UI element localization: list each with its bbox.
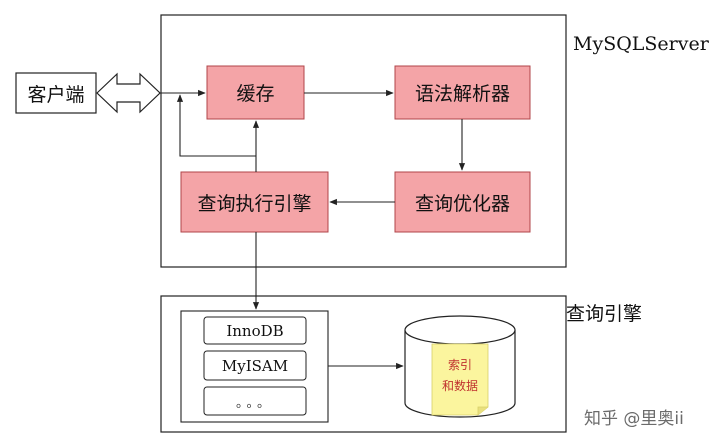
parser-label: 语法解析器 bbox=[414, 83, 510, 105]
engine-item-innodb bbox=[203, 316, 307, 345]
client-label: 客户端 bbox=[27, 83, 85, 106]
mysql-server-title: MySQLServer bbox=[573, 33, 709, 55]
executor-node bbox=[180, 171, 329, 233]
engine-item-more bbox=[203, 386, 307, 416]
note-line-2: 和数据 bbox=[441, 378, 478, 393]
arrow-executor-return-loop bbox=[176, 94, 256, 157]
cache-node bbox=[206, 65, 305, 120]
cache-label: 缓存 bbox=[236, 83, 275, 105]
innodb-label: InnoDB bbox=[226, 321, 284, 340]
optimizer-node bbox=[394, 171, 531, 233]
myisam-label: MyISAM bbox=[221, 356, 289, 375]
executor-label: 查询执行引擎 bbox=[197, 192, 312, 215]
engine-item-myisam bbox=[203, 350, 307, 381]
optimizer-label: 查询优化器 bbox=[414, 192, 510, 215]
more-engines-label: 。。。 bbox=[235, 395, 274, 411]
note-line-1: 索引 bbox=[447, 357, 472, 372]
query-engine-title: 查询引擎 bbox=[566, 303, 643, 325]
note-fold bbox=[477, 406, 488, 415]
parser-node bbox=[394, 65, 531, 120]
watermark: 知乎 @里奥ii bbox=[584, 409, 684, 429]
client-server-double-arrow bbox=[96, 72, 161, 114]
client-box bbox=[15, 72, 97, 114]
